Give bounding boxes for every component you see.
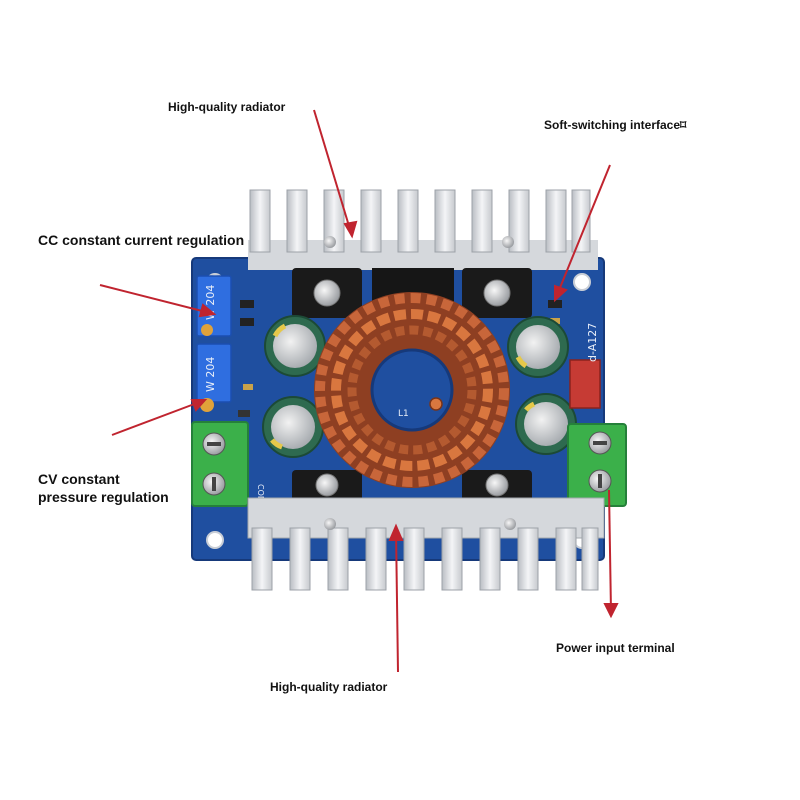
label-power-input: Power input terminal [556,641,675,655]
terminal-left [191,421,249,507]
connector-ref: CON1 [256,484,265,507]
model-code: d-A127 [586,323,599,362]
toroidal-inductor: L1 [314,292,510,488]
arrow-radiator-bottom [395,529,399,673]
capacitors [262,315,577,458]
arrow-power [608,489,612,613]
label-soft-switching: Soft-switching interface⌑ [544,118,687,132]
arrow-cc [99,284,215,315]
label-cc-regulation: CC constant current regulation [38,232,245,248]
label-radiator-bottom: High-quality radiator [270,680,388,694]
label-cv-line1: CV constant [38,471,120,487]
arrow-soft-switch [554,164,611,301]
terminal-right [567,423,627,507]
arrow-radiator-top [313,109,353,237]
label-radiator-top: High-quality radiator [168,100,286,114]
red-component [569,359,601,409]
inductor-ref: L1 [398,409,409,419]
label-cv-regulation: CV constant pressure regulation [38,470,218,506]
heatsink-top [248,189,598,270]
callout-arrows [99,109,619,673]
label-cv-line2: pressure regulation [38,489,169,505]
heatsink-bottom [247,497,605,591]
arrow-cv [111,399,206,436]
pot-marking-2: W 204 [204,357,217,392]
potentiometers: W 204 W 204 [196,275,232,412]
